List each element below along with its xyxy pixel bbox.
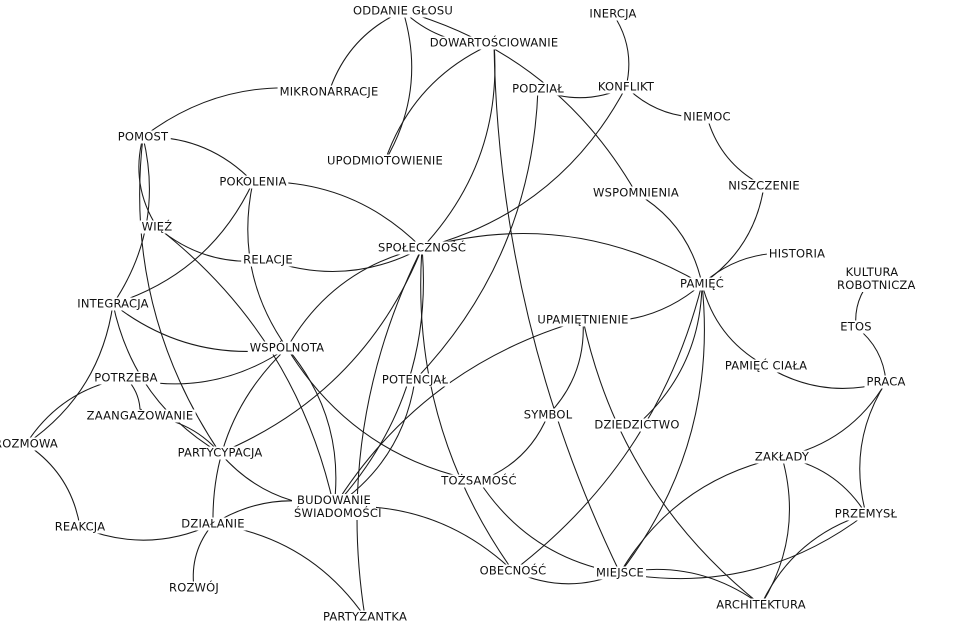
edge-przemysl-miejsce: [619, 513, 867, 580]
edge-layer: [25, 10, 887, 618]
node-praca: PRACA: [864, 374, 908, 389]
node-architektura: ARCHITEKTURA: [714, 597, 808, 612]
edge-spolecznosc-pamiec: [421, 233, 703, 285]
node-obecnosc: OBECNOŚĆ: [477, 563, 549, 578]
edge-upamietnienie-budowanie: [333, 319, 584, 508]
edge-pokolenia-wspolnota: [247, 181, 288, 349]
edge-dowart-miejsce: [493, 42, 621, 574]
node-dowart: DOWARTOŚCIOWANIE: [427, 35, 561, 50]
node-oddanie: ODDANIE GŁOSU: [350, 3, 456, 18]
edge-upamietnienie-symbol: [547, 319, 584, 416]
node-dziedzictwo: DZIEDZICTWO: [592, 417, 682, 432]
node-potrzeba: POTRZEBA: [92, 370, 160, 385]
node-kultura: KULTURA ROBOTNICZA: [835, 265, 916, 292]
node-partyzantka: PARTYZANTKA: [320, 609, 410, 624]
node-rozmowa: ROZMOWA: [0, 437, 60, 451]
edge-oddanie-mikro: [328, 10, 404, 93]
edge-inercja-konflikt: [612, 13, 630, 88]
node-pokolenia: POKOLENIA: [217, 174, 289, 189]
edge-praca-zaklady: [781, 381, 887, 458]
edge-rozmowa-reakcja: [25, 443, 81, 528]
node-spolecznosc: SPOŁECZNOŚĆ: [375, 240, 469, 255]
edge-integracja-partycypacja: [112, 303, 221, 454]
edge-upamietnienie-architektura: [582, 319, 762, 606]
edge-pamiec-pamiec_ciala: [701, 283, 767, 367]
edge-symbol-tozsamosc: [478, 414, 549, 482]
node-pamiec: PAMIĘĆ: [678, 276, 726, 291]
edge-spolecznosc-wspolnota: [286, 247, 423, 349]
node-etos: ETOS: [838, 319, 874, 334]
edge-wspolnota-tozsamosc: [286, 347, 480, 482]
node-pomost: POMOST: [115, 129, 171, 144]
node-pamiec-ciala: PAMIĘĆ CIAŁA: [722, 358, 810, 373]
edge-dowart-spolecznosc: [421, 42, 496, 249]
edge-pokolenia-integracja: [112, 181, 254, 305]
node-przemysl: PRZEMYSŁ: [832, 506, 900, 521]
node-budowanie: BUDOWANIE ŚWIADOMOŚCI: [292, 493, 382, 520]
node-tozsamosc: TOŻSAMOŚĆ: [439, 473, 519, 488]
edge-przemysl-architektura: [760, 513, 867, 606]
edge-pokolenia-spolecznosc: [252, 181, 423, 249]
node-wspomnienia: WSPOMNIENIA: [591, 185, 681, 200]
edge-oddanie-upodm: [384, 10, 413, 162]
node-wiez: WIĘŹ: [139, 219, 175, 234]
node-podzial: PODZIAŁ: [510, 81, 566, 96]
node-mikro: MIKRONARRACJE: [277, 84, 381, 99]
node-historia: HISTORIA: [766, 246, 828, 261]
edge-podzial-potencjal: [414, 88, 539, 381]
node-partycypacja: PARTYCYPACJA: [175, 445, 265, 460]
edge-wspolnota-dzialanie: [212, 347, 288, 525]
edge-dziedzictwo-pamiec: [636, 283, 703, 426]
edge-zaklady-przemysl: [781, 456, 867, 515]
node-reakcja: REAKCJA: [52, 519, 108, 534]
edge-oddanie-wspomnienia: [402, 10, 637, 194]
node-dzialanie: DZIAŁANIE: [179, 516, 247, 531]
edge-praca-przemysl: [859, 381, 887, 515]
edge-integracja-rozmowa: [25, 303, 114, 445]
edge-zaklady-miejsce: [619, 456, 783, 574]
node-zaklady: ZAKŁADY: [752, 449, 812, 464]
node-upodm: UPODMIOTOWIENIE: [325, 153, 445, 168]
edge-pomost-partycypacja: [139, 136, 221, 454]
node-konflikt: KONFLIKT: [595, 79, 657, 94]
edge-miejsce-pamiec: [619, 283, 705, 574]
edge-niszczenie-pamiec: [701, 185, 765, 285]
node-rozwoj: ROZWÓJ: [167, 580, 221, 595]
edge-dowart-upodm: [384, 42, 495, 162]
node-niemoc: NIEMOC: [681, 109, 733, 124]
node-wspolnota: WSPÓLNOTA: [247, 340, 327, 355]
node-upamietnienie: UPAMIĘTNIENIE: [535, 312, 631, 327]
edge-wspolnota-budowanie: [286, 347, 337, 508]
edge-pamiec-obecnosc: [512, 283, 703, 572]
edge-konflikt-spolecznosc: [421, 86, 627, 249]
node-zaang: ZAANGAŻOWANIE: [84, 408, 196, 423]
node-symbol: SYMBOL: [521, 407, 575, 422]
node-niszczenie: NISZCZENIE: [726, 178, 802, 193]
edge-spolecznosc-partyzantka: [356, 247, 423, 618]
node-inercja: INERCJA: [587, 6, 639, 21]
node-miejsce: MIEJSCE: [594, 565, 646, 580]
node-potencjal: POTENCJAŁ: [379, 372, 451, 387]
edge-wspomnienia-pamiec: [635, 192, 703, 285]
edge-dzialanie-rozwoj: [192, 523, 214, 589]
node-relacje: RELACJE: [241, 252, 295, 267]
edge-niemoc-niszczenie: [706, 116, 765, 187]
edge-dzialanie-partyzantka: [212, 523, 366, 618]
edge-zaklady-architektura: [760, 456, 790, 606]
node-integracja: INTEGRACJA: [75, 296, 151, 311]
edge-spolecznosc-obecnosc: [420, 247, 514, 572]
